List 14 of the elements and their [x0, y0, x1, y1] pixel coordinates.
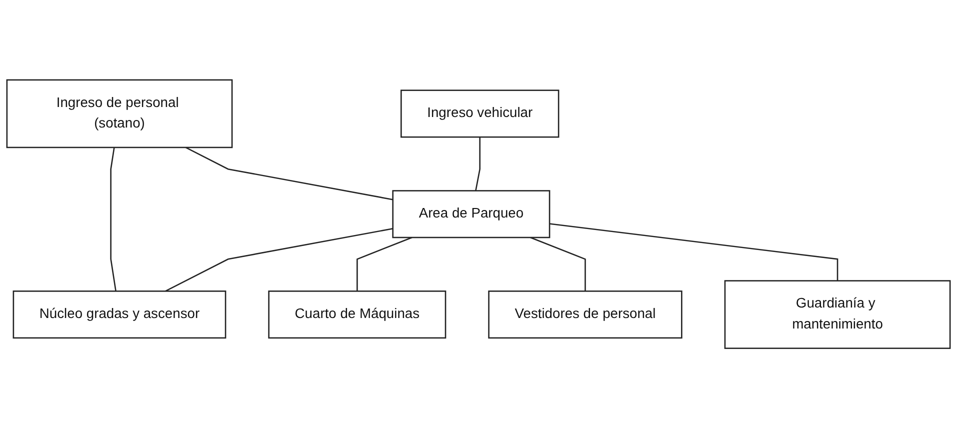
node-box: Area de Parqueo [392, 190, 550, 238]
connector [110, 147, 116, 292]
node-box: Ingreso de personal (sotano) [6, 79, 233, 148]
node-box: Guardianía y mantenimiento [724, 280, 951, 349]
connector [530, 236, 586, 292]
connector [549, 222, 838, 281]
connector [165, 228, 393, 292]
connector [475, 136, 481, 191]
node-box: Cuarto de Máquinas [268, 290, 446, 338]
connector [185, 146, 393, 200]
node-box: Núcleo gradas y ascensor [12, 290, 226, 338]
node-box: Vestidores de personal [488, 290, 682, 338]
connector [356, 236, 412, 292]
node-box: Ingreso vehicular [400, 90, 560, 138]
